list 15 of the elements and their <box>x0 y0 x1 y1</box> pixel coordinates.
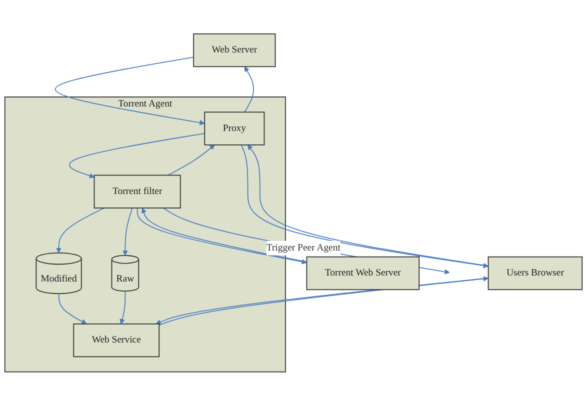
edge-label: Trigger Peer Agent <box>266 242 340 253</box>
node-box: Torrent filter <box>94 174 181 208</box>
arrow <box>56 207 105 253</box>
node-box: Web Server <box>193 33 276 67</box>
node-box: Users Browser <box>488 256 583 290</box>
node-box: Torrent Web Server <box>306 256 420 290</box>
node-box: Proxy <box>204 111 265 145</box>
arrow <box>54 56 205 125</box>
arrow <box>122 207 133 256</box>
node-box: Web Service <box>73 323 160 357</box>
arrow <box>167 144 215 176</box>
arrow <box>58 292 87 324</box>
arrow <box>120 290 126 324</box>
arrow <box>69 132 206 178</box>
arrow <box>244 66 254 112</box>
